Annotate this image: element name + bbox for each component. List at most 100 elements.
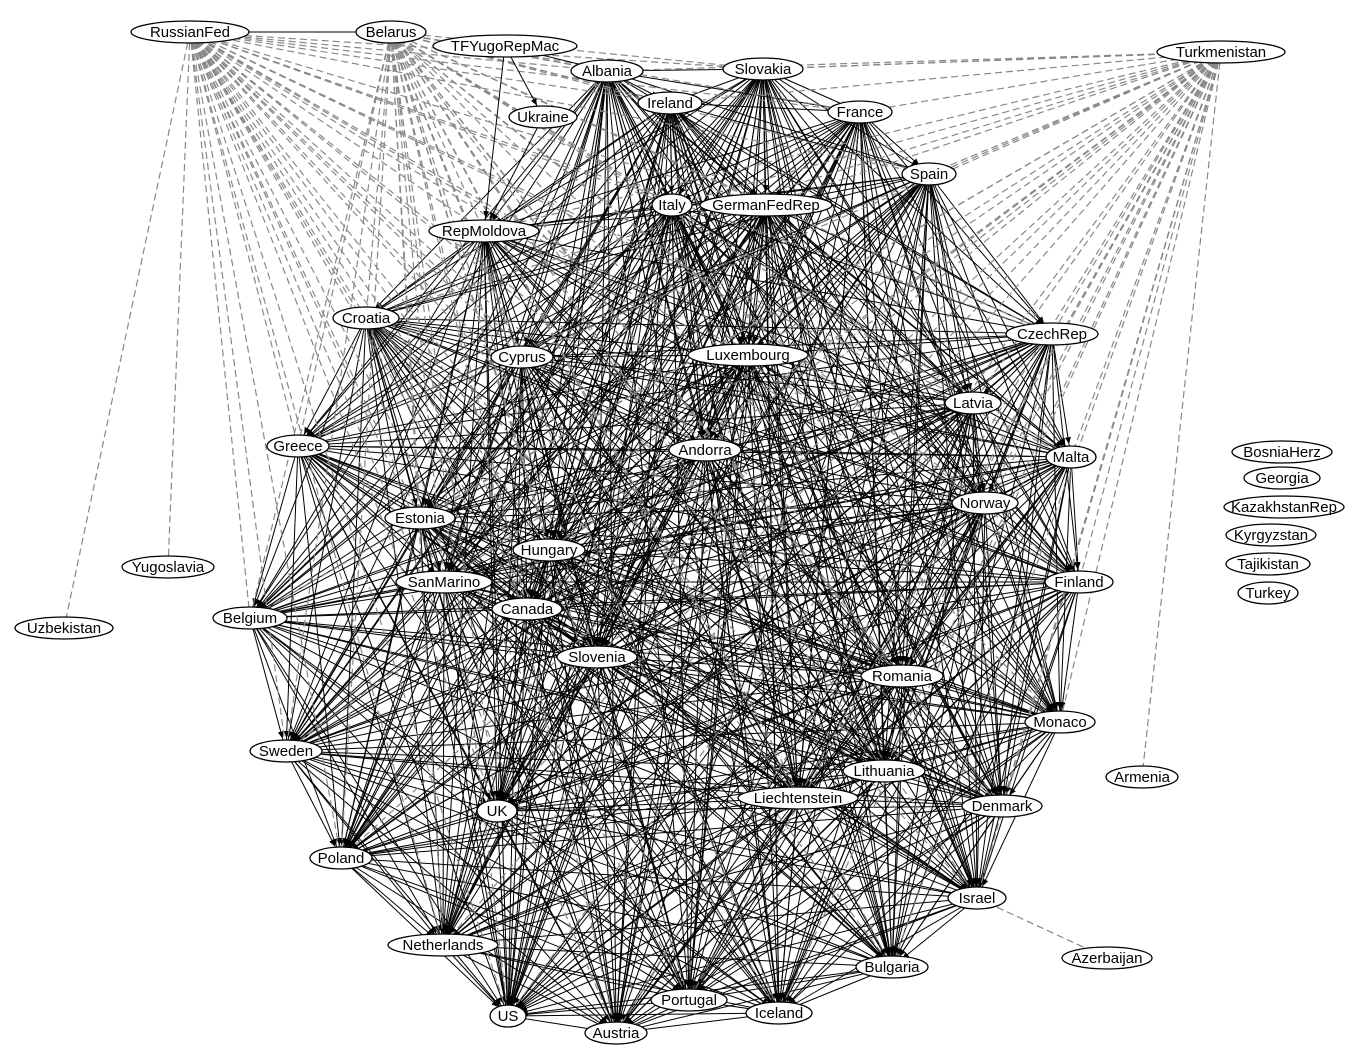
node-canada: Canada	[491, 597, 563, 621]
core-edge	[443, 68, 764, 583]
core-edge	[596, 656, 885, 772]
core-edge	[1059, 581, 1080, 723]
node-netherlands: Netherlands	[387, 933, 499, 957]
node-label: Albania	[582, 63, 633, 80]
node-label: GermanFedRep	[712, 197, 820, 214]
node-label: Finland	[1054, 574, 1103, 591]
edges-layer	[63, 29, 1222, 1034]
core-edge	[671, 204, 885, 772]
core-edge	[419, 502, 986, 521]
core-edge	[419, 204, 767, 519]
core-edge	[419, 333, 1053, 519]
core-edge	[521, 356, 1072, 458]
core-edge	[687, 68, 764, 1001]
hub-edge	[189, 31, 978, 899]
core-edge	[928, 173, 1080, 583]
node-turkmenistan: Turkmenistan	[1156, 40, 1286, 64]
node-tfyugorepmac: TFYugoRepMac	[432, 34, 578, 58]
core-edge	[419, 517, 903, 677]
core-edge	[526, 579, 1080, 610]
core-edge	[507, 797, 799, 1017]
core-edge	[297, 204, 767, 447]
node-label: Ireland	[647, 95, 693, 112]
core-edge	[285, 608, 528, 752]
core-edge	[704, 449, 893, 968]
core-edge	[1070, 456, 1081, 583]
core-edge	[928, 173, 1053, 335]
core-edge	[249, 617, 690, 1001]
core-edge	[496, 810, 978, 899]
node-bosniaherz: BosniaHerz	[1231, 440, 1333, 464]
node-estonia: Estonia	[384, 506, 456, 530]
core-edge	[249, 449, 706, 619]
core-edge	[285, 750, 342, 859]
core-edge	[442, 581, 1080, 946]
node-greece: Greece	[266, 434, 330, 458]
hub-edge	[297, 51, 1222, 447]
hub-edge	[688, 51, 1222, 1001]
hub-edge	[1059, 51, 1222, 723]
node-label: France	[837, 104, 884, 121]
core-edge	[443, 581, 690, 1001]
core-edge	[419, 356, 523, 519]
core-edge	[507, 111, 861, 1017]
core-edge	[249, 356, 523, 619]
hub-edge	[507, 51, 1222, 1017]
node-label: RepMoldova	[442, 223, 527, 240]
node-ellipse	[951, 491, 1019, 515]
node-latvia: Latvia	[944, 391, 1002, 415]
core-edge	[671, 204, 692, 1001]
node-ellipse	[860, 664, 944, 688]
hub-edge	[189, 31, 523, 358]
core-edge	[747, 354, 1072, 458]
node-germanfedrep: GermanFedRep	[699, 193, 833, 217]
core-edge	[249, 204, 673, 619]
node-label: Ukraine	[517, 109, 569, 126]
hub-edge	[189, 31, 485, 232]
core-edge	[249, 617, 978, 899]
node-ellipse	[637, 91, 703, 115]
hub-edge	[669, 51, 1222, 104]
hub-edge	[883, 51, 1222, 772]
core-edge	[340, 857, 690, 1001]
core-edge	[671, 204, 1061, 723]
node-ellipse	[668, 438, 742, 462]
node-ellipse	[428, 219, 540, 243]
core-edge	[365, 317, 974, 404]
core-edge	[972, 402, 986, 504]
core-edge	[891, 805, 1003, 968]
node-ellipse	[387, 933, 499, 957]
hub-edge	[189, 31, 861, 113]
core-edge	[249, 617, 799, 799]
core-edge	[442, 608, 528, 946]
core-edge	[614, 204, 673, 1034]
core-edge	[548, 456, 1072, 551]
dashed-edge	[390, 31, 608, 72]
core-edge	[548, 549, 1003, 807]
core-edge	[340, 608, 528, 859]
core-edge	[297, 445, 342, 859]
hub-edge	[972, 51, 1222, 404]
core-edge	[521, 356, 706, 451]
core-edge	[285, 721, 1061, 754]
core-edge	[249, 617, 885, 772]
hub-edge	[189, 31, 974, 404]
hub-edge	[390, 31, 1072, 458]
node-label: Latvia	[953, 395, 994, 412]
node-label: Sweden	[259, 743, 313, 760]
core-edge	[483, 230, 1061, 723]
hub-edge	[390, 31, 690, 1001]
core-edge	[297, 445, 445, 583]
core-edge	[340, 857, 780, 1014]
core-edge	[285, 750, 1003, 808]
node-label: Austria	[593, 1025, 640, 1042]
core-edge	[765, 204, 782, 1014]
hub-edge	[390, 31, 885, 772]
core-edge	[419, 517, 498, 812]
hub-edge	[859, 51, 1222, 113]
core-edge	[297, 445, 690, 1001]
hub-edge	[189, 31, 608, 72]
core-edge	[283, 445, 299, 752]
node-ellipse	[842, 759, 926, 783]
